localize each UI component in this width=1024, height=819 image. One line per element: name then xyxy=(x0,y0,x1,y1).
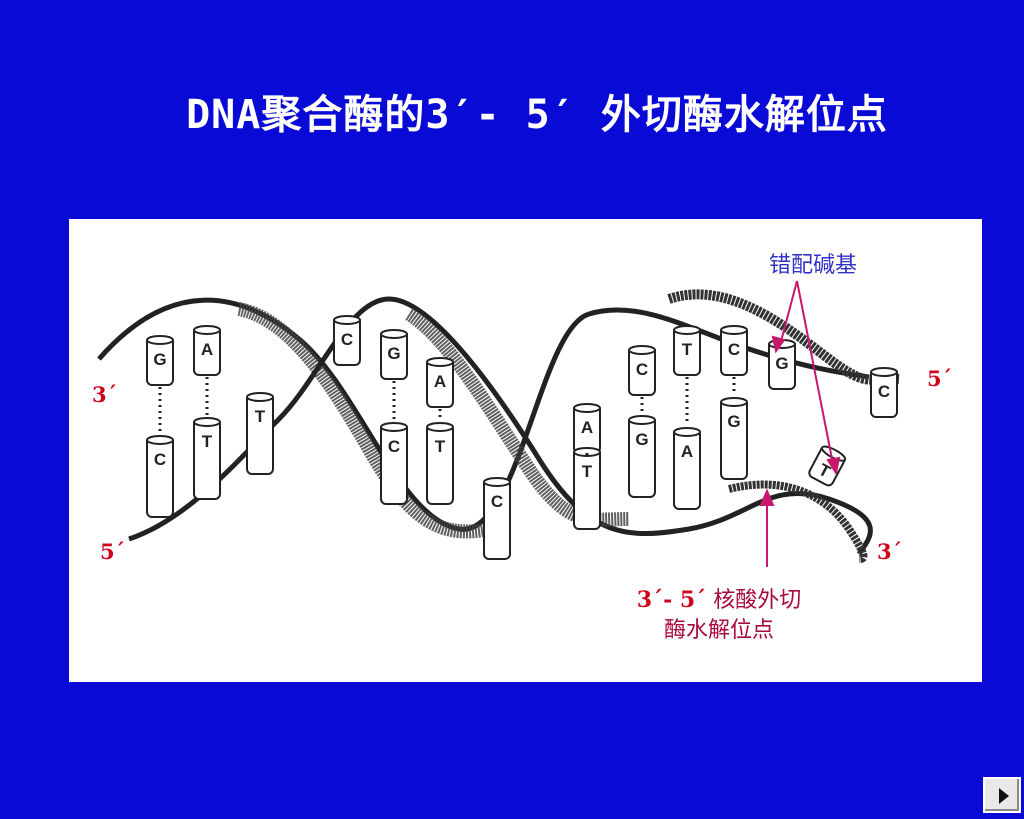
base-top-9: T xyxy=(673,325,701,376)
base-letter: A xyxy=(681,442,693,461)
site-label-line2: 酶水解位点 xyxy=(663,618,774,643)
backbone-strand-b-shadow xyxy=(405,308,630,527)
base-bottom-9: A xyxy=(673,427,701,510)
base-bottom-8: G xyxy=(628,415,656,498)
base-letter: T xyxy=(582,462,593,481)
base-bottom-0: C xyxy=(146,435,174,518)
base-letter: G xyxy=(727,412,740,431)
base-bottom-7: T xyxy=(573,447,601,530)
base-top-8: C xyxy=(628,345,656,396)
base-bottom-2: T xyxy=(246,392,274,475)
end-label-bottom-right: 3´ xyxy=(877,539,903,564)
base-letter: C xyxy=(636,360,648,379)
base-bottom-1: T xyxy=(193,417,221,500)
base-letter: G xyxy=(775,354,788,373)
base-bottom-10: G xyxy=(720,397,748,480)
base-letter: G xyxy=(387,344,400,363)
base-bottom-6: C xyxy=(483,477,511,560)
next-slide-button[interactable] xyxy=(983,777,1021,813)
base-top-4: G xyxy=(380,329,408,380)
end-label-bottom-left: 5´ xyxy=(100,539,126,564)
backbone-strand-a-shadow xyxy=(237,302,491,539)
base-top-3: C xyxy=(333,315,361,366)
site-label-numbers: 3´- 5´ xyxy=(636,587,707,613)
base-letter: A xyxy=(434,372,446,391)
base-top-5: A xyxy=(426,357,454,408)
base-bottom-12: T xyxy=(808,445,847,487)
end-label-top-right: 5´ xyxy=(927,366,953,391)
base-letter: T xyxy=(435,437,446,456)
mismatch-base-label: 错配碱基 xyxy=(769,253,858,278)
slide-title: DNA聚合酶的3′- 5′ 外切酶水解位点 xyxy=(186,92,888,138)
base-letter: C xyxy=(341,330,353,349)
base-letter: G xyxy=(153,350,166,369)
base-top-13: C xyxy=(870,367,898,418)
annotation-arrows xyxy=(759,280,841,567)
base-letter: C xyxy=(728,340,740,359)
base-top-10: C xyxy=(720,325,748,376)
base-top-1: A xyxy=(193,325,221,376)
base-letter: C xyxy=(388,437,400,456)
base-letter: C xyxy=(154,450,166,469)
base-top-0: G xyxy=(146,335,174,386)
backbone-strand-d xyxy=(728,480,868,563)
base-letter: T xyxy=(255,407,266,426)
base-letter: C xyxy=(491,492,503,511)
base-bottom-5: T xyxy=(426,422,454,505)
exonuclease-site-label: 3´- 5´ 核酸外切 酶水解位点 xyxy=(614,585,824,646)
base-letter: C xyxy=(878,382,890,401)
base-bottom-4: C xyxy=(380,422,408,505)
base-letter: T xyxy=(682,340,693,359)
base-letter: T xyxy=(202,432,213,451)
base-top-7: A xyxy=(573,403,601,454)
base-letter: A xyxy=(201,340,213,359)
end-label-top-left: 3´ xyxy=(92,382,118,407)
play-triangle-icon xyxy=(999,788,1009,804)
base-letter: A xyxy=(581,418,593,437)
dna-helix-illustration: G C A T T C G C A T C A T C G T A C G G T C xyxy=(97,280,900,567)
base-top-11: G xyxy=(768,339,796,390)
base-letter: G xyxy=(635,430,648,449)
site-label-line1: 核酸外切 xyxy=(713,588,802,613)
